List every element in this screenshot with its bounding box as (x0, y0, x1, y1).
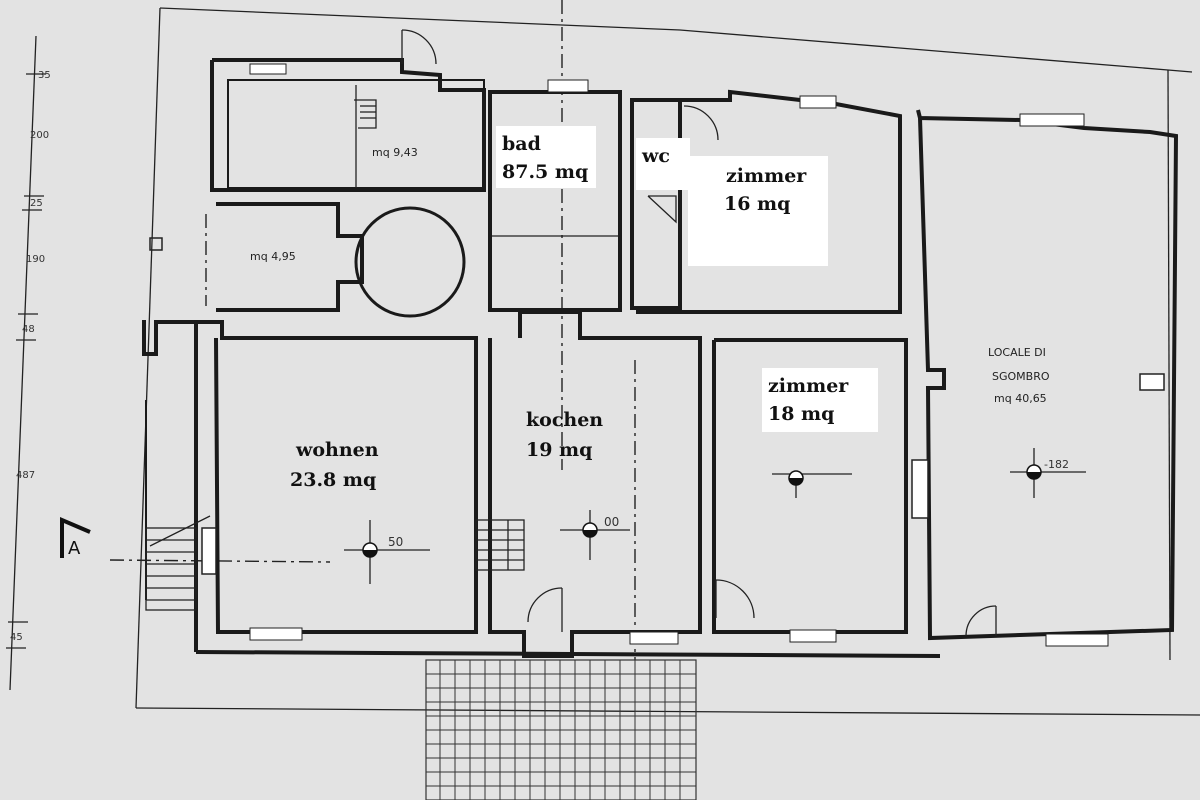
wall-wc (630, 98, 682, 310)
zimmer-bottom-area: 18 mq (768, 403, 834, 425)
zimmer-top-area: 16 mq (724, 193, 790, 215)
kochen-stairs (475, 519, 525, 571)
level-label-kochen: 00 (604, 515, 619, 529)
storage-top-area: mq 9,43 (372, 146, 418, 159)
door-arc-storage (401, 29, 437, 65)
window-bad (547, 79, 589, 93)
section-line-a (109, 559, 331, 563)
level-label-wohnen: 50 (388, 535, 403, 549)
dimension-label: 45 (10, 632, 23, 643)
section-marker: A (60, 516, 91, 559)
door-arc-wc (683, 105, 719, 141)
column-marker (149, 237, 163, 251)
zimmer-bottom-name: zimmer (768, 375, 849, 397)
dimension-label: 48 (22, 324, 35, 335)
property-boundary-left (135, 7, 161, 709)
property-boundary (159, 7, 1193, 73)
wc-name: wc (641, 145, 670, 167)
kochen-name: kochen (526, 409, 603, 431)
paved-yard (425, 659, 697, 800)
dimension-label: 200 (30, 130, 49, 141)
zimmer-top-label-bg (688, 156, 828, 266)
level-marker-kochen: 00 (560, 510, 630, 560)
wall-bad (488, 90, 622, 312)
wall-kochen (488, 310, 702, 658)
wall-wohnen (142, 320, 478, 634)
section-marker-label: A (68, 538, 81, 559)
kochen-area: 19 mq (526, 439, 592, 461)
window-zimmer-bottom (789, 629, 837, 643)
door-arc-kochen (527, 587, 563, 623)
bad-name: bad (502, 133, 541, 155)
level-marker-wohnen: 50 (344, 520, 430, 584)
level-label-sgombro: -182 (1044, 458, 1069, 471)
window-wohnen (249, 627, 303, 641)
door-arc-zimmer (715, 579, 755, 619)
level-marker-sgombro: -182 (1010, 448, 1086, 498)
sgombro-area: mq 40,65 (994, 392, 1047, 405)
bad-label-bg (496, 126, 596, 188)
dimension-label: 190 (26, 254, 45, 265)
window-kochen (629, 631, 679, 645)
entry-stairs (145, 515, 211, 611)
window-zimmer-top (799, 95, 837, 109)
window-storage-top (249, 63, 287, 75)
dimension-chain: 35 200 25 190 48 487 45 (6, 35, 51, 691)
zimmer-top-name: zimmer (726, 165, 807, 187)
level-marker-zimmer (772, 470, 852, 498)
wall-zimmer-bottom (712, 338, 908, 634)
storage-small-area: mq 4,95 (250, 250, 296, 263)
wall-storage-small (216, 202, 364, 312)
cistern (354, 206, 466, 318)
entry-door (201, 527, 217, 575)
door-arc-sgombro (965, 605, 997, 637)
wohnen-name: wohnen (295, 439, 379, 461)
sgombro-line2: SGOMBRO (992, 370, 1050, 383)
dimension-label: 487 (16, 470, 35, 481)
window-sgombro-west (911, 459, 929, 519)
dimension-label: 25 (30, 198, 43, 209)
window-sgombro-south (1045, 633, 1109, 647)
wc-fixture (647, 195, 677, 224)
storage-top-stairs (354, 99, 377, 129)
pillar-sgombro (1139, 373, 1165, 391)
property-boundary-right (1167, 69, 1171, 661)
window-sgombro (1019, 113, 1085, 127)
dimension-label: 35 (38, 70, 51, 81)
property-boundary-bottom (135, 707, 1200, 716)
sgombro-line1: LOCALE DI (988, 346, 1046, 359)
bad-area: 87.5 mq (502, 161, 588, 183)
wohnen-area: 23.8 mq (290, 469, 376, 491)
zimmer-bottom-label-bg (762, 368, 878, 432)
wc-label-bg (636, 138, 690, 190)
